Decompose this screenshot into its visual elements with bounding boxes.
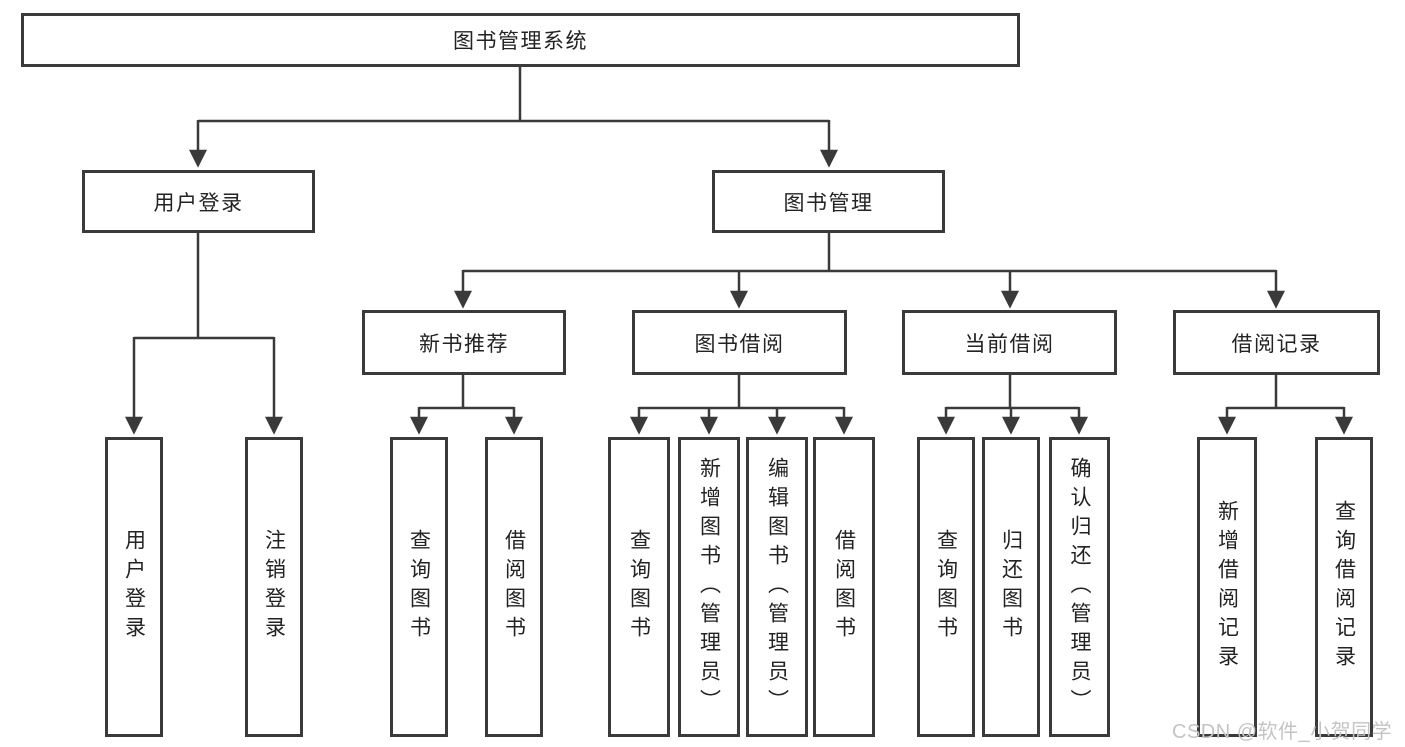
leaf-label: 注销登录	[262, 529, 286, 645]
leaf-label: 借阅图书	[832, 529, 856, 645]
node-library-management-system: 图书管理系统	[21, 13, 1020, 67]
leaf-label: 新增借阅记录	[1215, 500, 1239, 674]
leaf-return-books: 归还图书	[982, 437, 1040, 737]
leaf-borrow-books: 借阅图书	[813, 437, 875, 737]
leaf-borrow-books-recommend: 借阅图书	[485, 437, 543, 737]
leaf-label: 编辑图书（管理员）	[765, 456, 789, 718]
leaf-label: 查询图书	[627, 529, 651, 645]
node-book-borrowing: 图书借阅	[632, 310, 847, 375]
leaf-user-login: 用户登录	[105, 437, 163, 737]
leaf-confirm-return-admin: 确认归还（管理员）	[1049, 437, 1110, 737]
leaf-query-borrow-record: 查询借阅记录	[1315, 437, 1373, 737]
leaf-add-books-admin: 新增图书（管理员）	[678, 437, 740, 737]
leaf-label: 归还图书	[999, 529, 1023, 645]
leaf-label: 查询图书	[407, 529, 431, 645]
node-user-login: 用户登录	[82, 170, 315, 233]
leaf-edit-books-admin: 编辑图书（管理员）	[746, 437, 808, 737]
leaf-label: 查询借阅记录	[1332, 500, 1356, 674]
csdn-watermark: CSDN @软件_小贺同学	[1172, 721, 1393, 743]
leaf-logout: 注销登录	[245, 437, 303, 737]
leaf-label: 借阅图书	[502, 529, 526, 645]
leaf-query-books-borrowing: 查询图书	[608, 437, 670, 737]
node-borrowing-records: 借阅记录	[1173, 310, 1380, 375]
leaf-label: 用户登录	[122, 529, 146, 645]
leaf-query-books-current: 查询图书	[917, 437, 975, 737]
node-current-borrowing: 当前借阅	[902, 310, 1117, 375]
node-new-book-recommendation: 新书推荐	[362, 310, 566, 375]
leaf-label: 确认归还（管理员）	[1068, 456, 1091, 718]
leaf-label: 查询图书	[934, 529, 958, 645]
node-book-management: 图书管理	[712, 170, 945, 233]
leaf-label: 新增图书（管理员）	[697, 456, 721, 718]
leaf-query-books-recommend: 查询图书	[390, 437, 448, 737]
leaf-add-borrow-record: 新增借阅记录	[1197, 437, 1257, 737]
